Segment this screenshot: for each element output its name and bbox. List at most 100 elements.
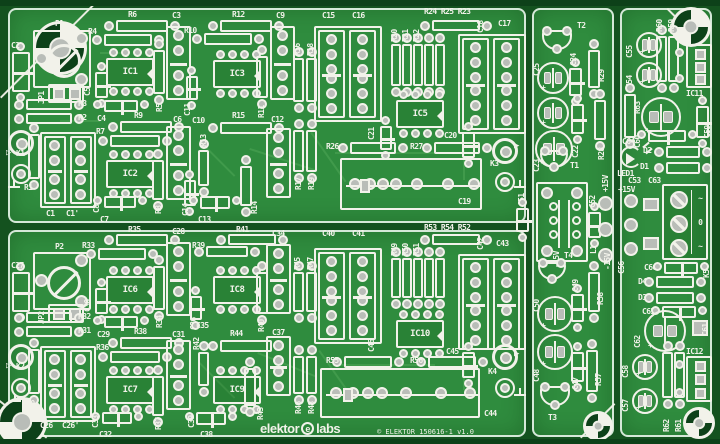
connector-pin <box>500 352 512 364</box>
solder-pad <box>172 359 184 370</box>
resistor-outline <box>28 134 40 179</box>
solder-pad <box>391 247 401 257</box>
label-C9: C9 <box>276 11 285 20</box>
label-C20: C20 <box>444 131 457 140</box>
reg-pad <box>695 387 706 399</box>
solder-pad <box>49 354 60 365</box>
solder-pad <box>93 316 102 325</box>
solder-pad <box>29 338 39 348</box>
solder-pad <box>172 70 184 81</box>
solder-pad <box>653 262 662 271</box>
cap-pad <box>650 39 657 51</box>
solder-pad <box>172 185 184 196</box>
solder-pad <box>250 246 260 257</box>
solder-pad <box>216 305 225 314</box>
ic-notch <box>147 285 154 299</box>
ground-symbol <box>9 394 21 404</box>
solder-pad <box>595 141 605 151</box>
solder-pad <box>558 146 568 156</box>
solder-pad <box>108 122 118 132</box>
ic-IC8: IC8 <box>213 276 261 304</box>
resistor-outline <box>120 121 172 133</box>
resistor-outline <box>206 246 248 257</box>
cap-mark <box>381 138 395 141</box>
solder-pad <box>293 345 304 355</box>
solder-pad <box>402 33 412 43</box>
solder-pad <box>668 83 679 93</box>
solder-pad <box>257 45 267 55</box>
solder-pad <box>208 341 218 351</box>
resistor-outline <box>110 135 160 147</box>
solder-pad <box>241 155 251 165</box>
resistor-outline <box>204 33 252 45</box>
solder-pad <box>402 299 412 309</box>
solder-pad <box>306 119 317 129</box>
solder-pad <box>391 299 401 309</box>
label-C2: C2 <box>11 41 20 50</box>
solder-pad <box>240 89 249 98</box>
label-R19: R19 <box>307 177 316 190</box>
solder-pad <box>109 48 118 57</box>
label-IC5: IC5 <box>412 109 428 119</box>
label-T2: T2 <box>577 21 586 30</box>
solder-pad <box>552 44 562 54</box>
cap-mark <box>96 301 111 304</box>
label-T1: T1 <box>570 161 579 170</box>
resistor-outline <box>391 44 401 86</box>
cap-pad <box>554 107 562 119</box>
capacitor-outline <box>571 294 587 322</box>
resistor-outline <box>256 56 268 98</box>
label-R2: R2 <box>78 113 87 122</box>
cap-mark <box>681 263 684 277</box>
solder-pad <box>276 30 288 41</box>
cap-mark <box>570 82 585 85</box>
label-R59: R59 <box>667 19 676 32</box>
resistor-outline <box>656 292 694 304</box>
silk-box <box>314 248 382 344</box>
film-capacitor <box>462 258 489 350</box>
resistor-outline <box>306 272 317 312</box>
electrolytic-cap: + <box>537 334 573 370</box>
solder-pad <box>540 382 550 392</box>
solder-pad <box>74 113 84 124</box>
core-line <box>568 200 570 248</box>
label-C10: C10 <box>192 116 205 125</box>
solder-pad <box>435 387 448 399</box>
label-D4: D4 <box>638 277 647 286</box>
solder-pad <box>598 196 613 211</box>
label-C47: C47 <box>571 377 580 390</box>
label-C4: C4 <box>97 114 106 123</box>
solder-pad <box>624 218 638 232</box>
cap-mark <box>270 279 287 282</box>
solder-pad <box>500 277 512 288</box>
solder-pad <box>133 87 142 96</box>
solder-pad <box>49 388 60 399</box>
label-C41: C41 <box>352 229 365 238</box>
label-C37: C37 <box>272 328 285 337</box>
solder-pad <box>272 299 284 310</box>
label-C26': C26' <box>62 421 79 430</box>
label-T3: T3 <box>548 413 557 422</box>
film-capacitor <box>166 126 191 200</box>
solder-pad <box>550 400 560 410</box>
cap-mark <box>211 413 214 428</box>
label-C33: C33 <box>91 415 100 428</box>
solder-pad <box>637 130 646 139</box>
solder-pad <box>185 207 194 216</box>
resistor-outline <box>413 258 423 298</box>
solder-pad <box>400 387 412 399</box>
solder-pad <box>482 234 492 245</box>
label-C55: C55 <box>625 45 634 58</box>
solder-pad <box>293 47 304 57</box>
solder-pad <box>306 345 317 355</box>
solder-pad <box>49 369 60 380</box>
resistor-outline <box>220 20 272 32</box>
label-C44: C44 <box>484 409 497 418</box>
label-IC2: IC2 <box>122 169 138 179</box>
solder-pad <box>402 247 412 257</box>
solder-pad <box>75 155 86 166</box>
resistor-outline <box>152 160 164 200</box>
label-R37: R37 <box>154 417 163 430</box>
label-C38: C38 <box>200 430 213 439</box>
